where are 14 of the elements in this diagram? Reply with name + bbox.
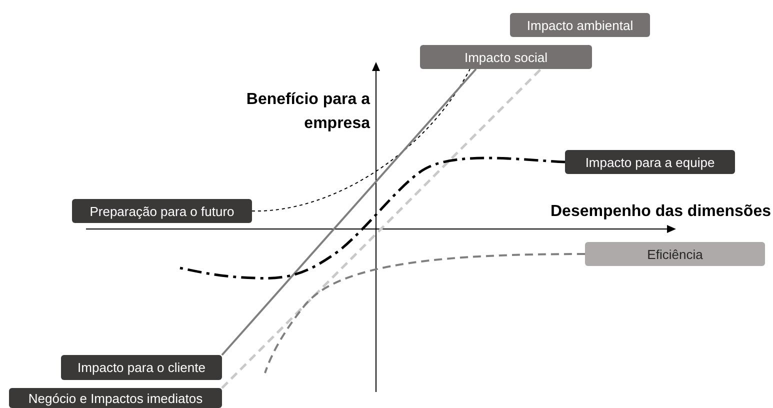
label-box: Impacto social — [420, 45, 592, 69]
label-box: Impacto para a equipe — [565, 150, 735, 174]
curve-line — [264, 253, 585, 374]
axis-title: Benefício para a empresa — [245, 90, 370, 134]
label-box: Preparação para o futuro — [72, 199, 252, 223]
axis-title: Desempenho das dimensões — [550, 202, 771, 222]
label-box: Negócio e Impactos imediatos — [9, 388, 222, 408]
curve-line — [221, 68, 542, 389]
label-box: Eficiência — [585, 242, 765, 266]
curve-line — [252, 68, 470, 212]
curve-line — [180, 156, 566, 280]
label-box: Impacto para o cliente — [61, 355, 222, 380]
label-box: Impacto ambiental — [510, 13, 650, 37]
curve-line — [221, 68, 477, 356]
